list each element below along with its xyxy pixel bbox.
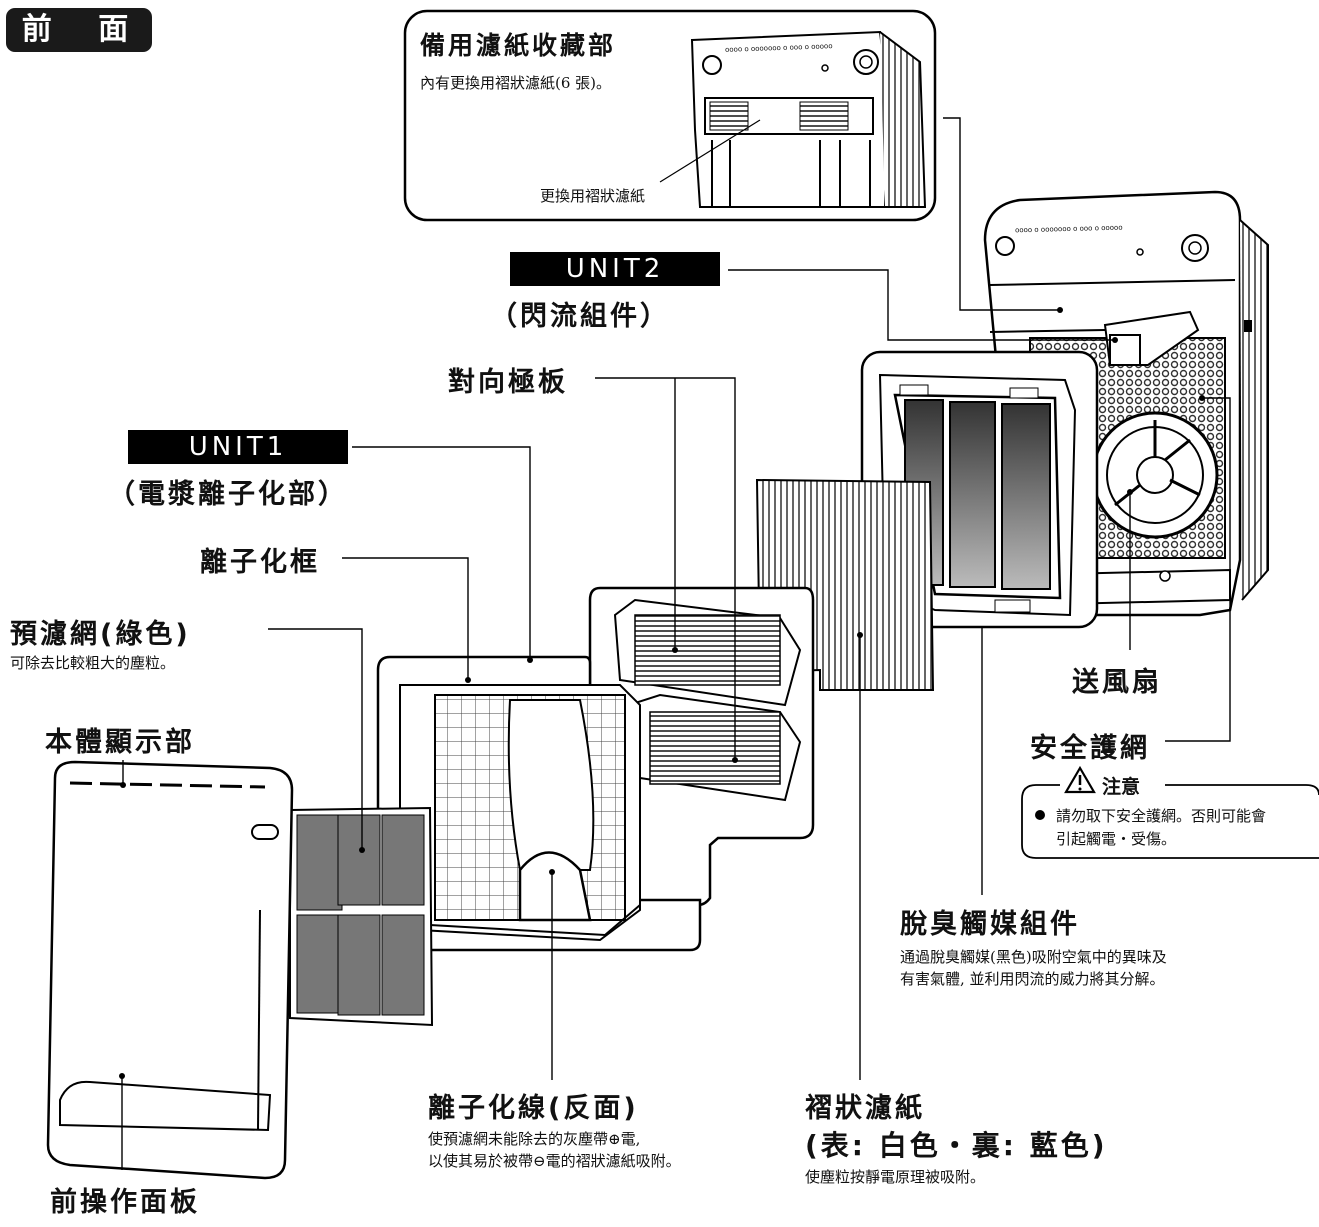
caution-title: 注意 xyxy=(1102,776,1141,798)
label-deodor: 脫臭觸媒組件 xyxy=(900,909,1080,940)
prefilter-illustration xyxy=(289,806,434,1027)
counter-plate-illustration xyxy=(613,598,802,802)
storage-unit-illustration xyxy=(659,30,927,208)
unit1-name: （電漿離子化部） xyxy=(108,479,348,510)
label-front-panel: 前操作面板 xyxy=(50,1187,200,1218)
front-badge: 前 面 xyxy=(6,8,152,52)
label-fan: 送風扇 xyxy=(1072,667,1162,698)
label-ion-frame: 離子化框 xyxy=(200,547,320,578)
bullet-icon xyxy=(1035,810,1045,820)
label-ion-wire: 離子化線(反面) xyxy=(428,1093,639,1124)
unit1-bar: UNIT1 xyxy=(128,430,348,464)
caution-text-1: 請勿取下安全護網。否則可能會 xyxy=(1056,807,1267,825)
storage-title: 備用濾紙收藏部 xyxy=(420,31,617,60)
label-prefilter: 預濾網(綠色) xyxy=(10,619,191,650)
ion-wire-desc-1: 使預濾網未能除去的灰塵帶⊕電, xyxy=(428,1130,641,1148)
warning-triangle-icon xyxy=(1064,765,1096,794)
deodor-desc-1: 通過脫臭觸媒(黑色)吸附空氣中的異味及 xyxy=(900,948,1167,966)
ion-frame-illustration xyxy=(399,684,641,942)
leader-lines xyxy=(121,117,1231,1170)
pleat-filter-desc: 使塵粒按靜電原理被吸附。 xyxy=(805,1168,986,1186)
label-pleat-filter: 褶狀濾紙 xyxy=(805,1093,925,1124)
caution-text-2: 引起觸電・受傷。 xyxy=(1056,830,1177,848)
prefilter-desc: 可除去比較粗大的塵粒。 xyxy=(10,654,176,672)
deodor-desc-2: 有害氣體, 並利用閃流的威力將其分解。 xyxy=(900,970,1165,988)
ion-wire-desc-2: 以使其易於被帶⊖電的褶狀濾紙吸附。 xyxy=(428,1152,681,1170)
label-guard: 安全護網 xyxy=(1030,733,1150,764)
caution-box xyxy=(1021,784,1319,859)
front-panel-illustration xyxy=(46,760,294,1180)
pleat-filter-sub: (表: 白色・裏: 藍色) xyxy=(805,1129,1108,1162)
storage-desc: 內有更換用褶狀濾紙(6 張)。 xyxy=(420,74,612,92)
label-counter-plate: 對向極板 xyxy=(448,367,568,398)
unit2-bar: UNIT2 xyxy=(510,252,720,286)
storage-inner-label: 更換用褶狀濾紙 xyxy=(540,187,646,205)
unit2-name: （閃流組件） xyxy=(490,301,670,332)
label-display: 本體顯示部 xyxy=(45,727,195,758)
